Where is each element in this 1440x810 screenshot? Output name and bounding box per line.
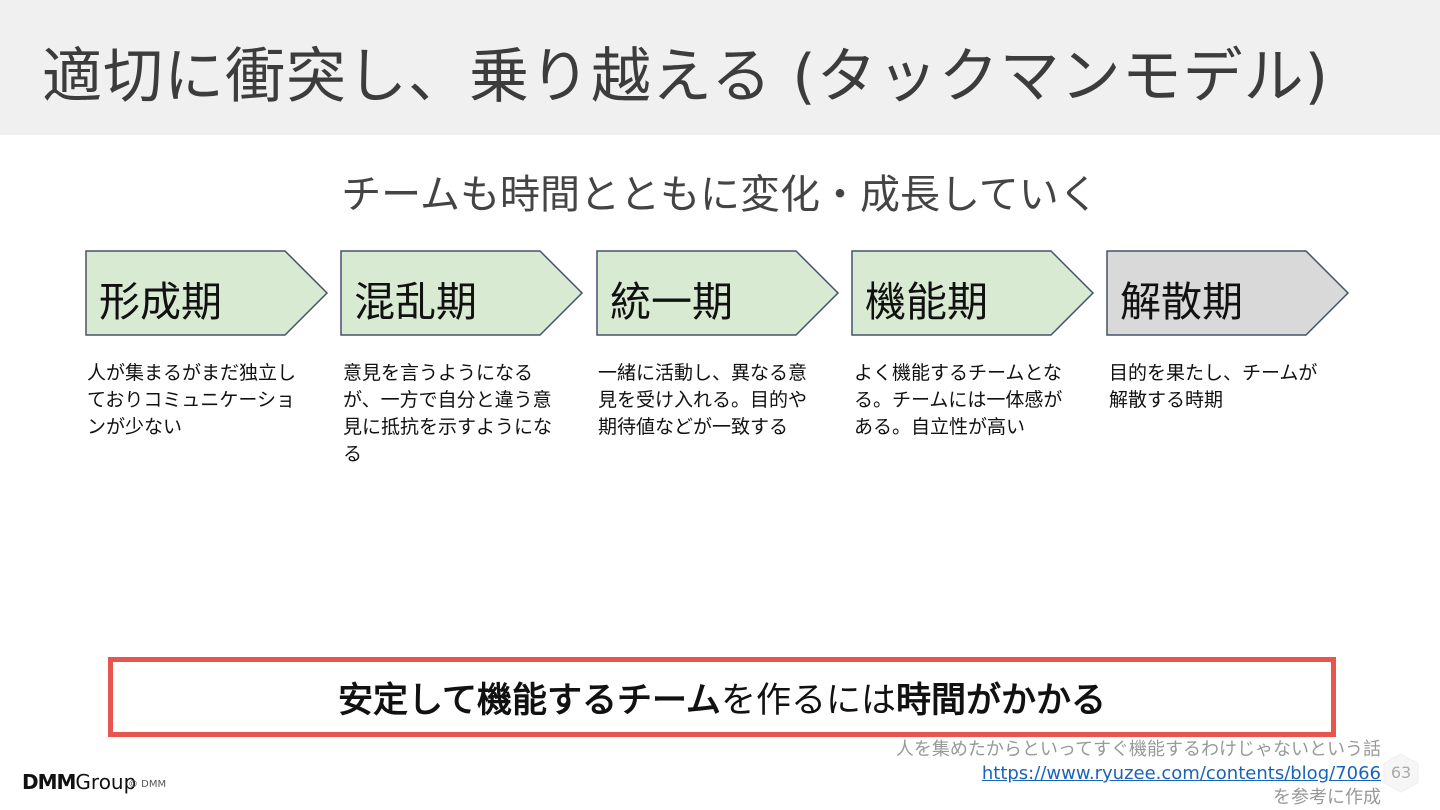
reference-line-3: を参考に作成: [1273, 787, 1381, 808]
callout-bold-2: 時間がかかる: [895, 680, 1106, 721]
reference-note: 人を集めたからといってすぐ機能するわけじゃないという話 https://www.…: [896, 738, 1381, 810]
dmm-group-logo: DMMGroup: [22, 770, 136, 794]
reference-line-1: 人を集めたからといってすぐ機能するわけじゃないという話: [895, 739, 1381, 760]
phase-label: 解散期: [1120, 278, 1243, 326]
phase-arrow-shape: [851, 250, 1095, 336]
phase-label: 混乱期: [354, 278, 477, 326]
hexagon-icon: [1383, 753, 1419, 793]
key-message-callout: 安定して機能するチームを作るには時間がかかる: [108, 657, 1336, 737]
phase-desc-adjourning: 目的を果たし、チームが解散する時期: [1109, 362, 1318, 411]
reference-link[interactable]: https://www.ryuzee.com/contents/blog/706…: [981, 763, 1381, 784]
slide-title: 適切に衝突し、乗り越える (タックマンモデル): [42, 42, 1330, 112]
phase-performing: 機能期: [851, 250, 1095, 336]
phase-desc-performing: よく機能するチームとなる。チームには一体感がある。自立性が高い: [854, 362, 1063, 438]
phase-arrow-shape: [596, 250, 840, 336]
page-number: 63: [1390, 763, 1412, 782]
phase-desc-storming: 意見を言うようになるが、一方で自分と違う意見に抵抗を示すようになる: [343, 362, 553, 465]
phase-norming: 統一期: [596, 250, 840, 336]
phase-arrow-shape: [1106, 250, 1350, 336]
phase-desc-norming: 一緒に活動し、異なる意見を受け入れる。目的や期待値などが一致する: [598, 362, 808, 438]
phase-arrow-shape: [340, 250, 584, 336]
callout-normal: を作るには: [720, 680, 896, 721]
phase-label: 機能期: [865, 278, 988, 326]
callout-bold-1: 安定して機能するチーム: [338, 680, 721, 721]
page-number-badge: 63: [1381, 753, 1421, 793]
copyright: © DMM: [128, 779, 167, 790]
phase-desc-forming: 人が集まるがまだ独立しておりコミュニケーションが少ない: [87, 362, 297, 438]
slide-subtitle: チームも時間とともに変化・成長していく: [341, 172, 1099, 218]
phase-arrow-shape: [85, 250, 329, 336]
phase-forming: 形成期: [85, 250, 329, 336]
phase-label: 形成期: [99, 278, 222, 326]
logo-group: Group: [75, 770, 137, 794]
logo-dmm: DMM: [22, 770, 76, 794]
phase-storming: 混乱期: [340, 250, 584, 336]
title-band: 適切に衝突し、乗り越える (タックマンモデル): [0, 0, 1440, 135]
phase-label: 統一期: [610, 278, 733, 326]
phase-adjourning: 解散期: [1106, 250, 1350, 336]
